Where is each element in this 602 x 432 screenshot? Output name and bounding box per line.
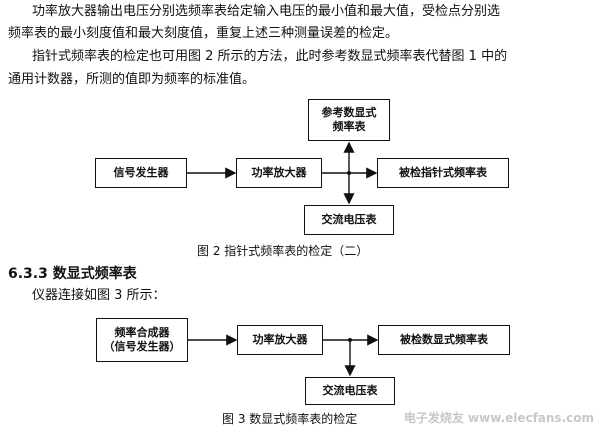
power-amplifier-box-3: 功率放大器 (237, 325, 323, 355)
ac-voltmeter-box-3: 交流电压表 (305, 377, 395, 405)
section-heading: 6.3.3 数显式频率表 (8, 266, 137, 282)
frequency-synthesizer-box: 频率合成器 （信号发生器） (96, 318, 188, 362)
ac-voltmeter-box: 交流电压表 (304, 205, 394, 235)
watermark-logo: 电子发烧友 www.elecfans.com (403, 411, 594, 425)
paragraph-2-line-1: 指针式频率表的检定也可用图 2 所示的方法，此时参考数显式频率表代替图 1 中的 (32, 49, 508, 64)
power-amplifier-box: 功率放大器 (236, 158, 322, 188)
ac-voltmeter-label-3: 交流电压表 (322, 384, 378, 397)
synth-line-1: 频率合成器 (114, 326, 170, 339)
paragraph-1-line-1: 功率放大器输出电压分别选频率表给定输入电压的最小值和最大值，受检点分别选 (32, 4, 501, 19)
power-amplifier-label-3: 功率放大器 (252, 333, 308, 346)
signal-generator-box: 信号发生器 (95, 158, 187, 188)
synth-line-2: （信号发生器） (103, 340, 181, 353)
figure-2-caption: 图 2 指针式频率表的检定（二） (197, 244, 369, 258)
reference-meter-line-2: 频率表 (332, 120, 366, 133)
section-text: 仪器连接如图 3 所示： (32, 288, 166, 303)
paragraph-1-line-2: 频率表的最小刻度值和最大刻度值，重复上述三种测量误差的检定。 (8, 26, 399, 41)
figure-3-caption: 图 3 数显式频率表的检定 (222, 412, 358, 426)
power-amplifier-label: 功率放大器 (251, 166, 307, 179)
signal-generator-label: 信号发生器 (113, 166, 169, 179)
meter-under-test-box: 被检指针式频率表 (377, 158, 509, 188)
paragraph-2-line-2: 通用计数器，所测的值即为频率的标准值。 (8, 72, 256, 87)
reference-meter-box: 参考数显式 频率表 (308, 99, 390, 141)
meter-under-test-label: 被检指针式频率表 (399, 166, 487, 179)
reference-meter-line-1: 参考数显式 (321, 106, 377, 119)
digital-meter-under-test-label: 被检数显式频率表 (400, 333, 488, 346)
ac-voltmeter-label: 交流电压表 (321, 213, 377, 226)
digital-meter-under-test-box: 被检数显式频率表 (378, 325, 510, 355)
